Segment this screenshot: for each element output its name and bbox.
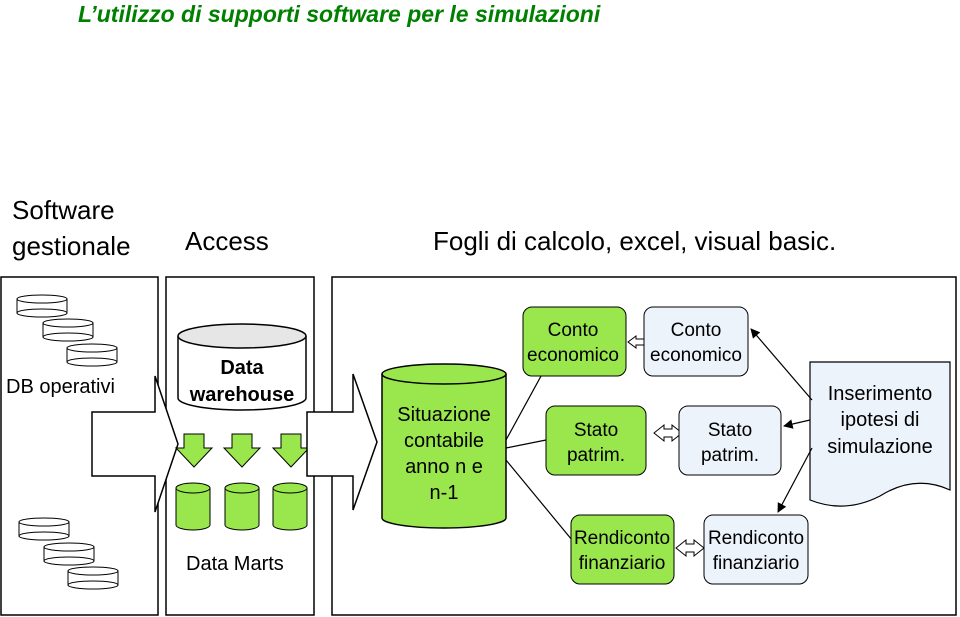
- down-arrow: [222, 433, 262, 468]
- db-icon: [66, 343, 118, 367]
- db-stack-bottom: [18, 517, 119, 590]
- flow-arrow-warehouse-to-accounts: [306, 373, 378, 511]
- connector-line: [505, 439, 547, 449]
- blue-balance-sheet-box: Stato patrim.: [678, 405, 782, 476]
- software-gestionale-label-line1: Software: [12, 195, 115, 225]
- input-arrow: [777, 447, 813, 513]
- blue-income-statement-box: Conto economico: [643, 306, 749, 377]
- db-icon: [43, 542, 95, 566]
- simulation-assumptions-document: Inserimento ipotesi di simulazione: [809, 361, 951, 507]
- box-label-line: finanziario: [579, 553, 666, 574]
- down-arrow: [271, 433, 311, 468]
- green-cash-flow-box: Rendiconto finanziario: [570, 514, 675, 585]
- box-label-line: finanziario: [713, 553, 800, 574]
- flow-arrow-db-to-warehouse: [91, 375, 179, 513]
- connector-line: [505, 459, 573, 541]
- box-label-line: Conto: [548, 320, 599, 341]
- green-balance-sheet-box: Stato patrim.: [545, 405, 647, 476]
- db-icon: [67, 566, 119, 590]
- assumptions-label-line: simulazione: [827, 436, 933, 458]
- db-icon: [42, 318, 94, 342]
- box-label-line: Stato: [574, 420, 618, 441]
- green-income-statement-box: Conto economico: [522, 306, 627, 377]
- box-label-line: economico: [650, 345, 742, 366]
- data-warehouse-cylinder: Data warehouse: [177, 323, 307, 411]
- box-label-line: Conto: [671, 320, 722, 341]
- accounting-situation-line: contabile: [404, 430, 484, 452]
- page-title: L’utilizzo di supporti software per le s…: [78, 1, 601, 27]
- spreadsheets-label: Fogli di calcolo, excel, visual basic.: [433, 226, 836, 256]
- accounting-situation-cylinder: Situazione contabile anno n e n-1: [381, 363, 507, 529]
- accounting-situation-line: anno n e: [405, 456, 483, 478]
- data-mart-cylinder: [272, 482, 308, 531]
- box-label-line: patrim.: [701, 445, 759, 466]
- data-marts-label: Data Marts: [186, 553, 284, 575]
- box-label-line: Rendiconto: [708, 528, 804, 549]
- db-operativi-label: DB operativi: [6, 376, 115, 398]
- db-stack-top: [16, 294, 118, 367]
- input-arrow: [783, 419, 811, 429]
- blue-cash-flow-box: Rendiconto finanziario: [703, 514, 809, 585]
- access-label: Access: [185, 226, 269, 256]
- db-icon: [18, 517, 70, 541]
- data-warehouse-label-line1: Data: [220, 357, 264, 379]
- box-label-line: patrim.: [567, 445, 625, 466]
- box-label-line: Rendiconto: [574, 528, 670, 549]
- accounting-situation-line: n-1: [430, 482, 459, 504]
- software-gestionale-label-line2: gestionale: [12, 231, 131, 261]
- box-label-line: Stato: [708, 420, 752, 441]
- data-mart-cylinder: [175, 482, 211, 531]
- box-label-line: economico: [527, 345, 619, 366]
- data-warehouse-label-line2: warehouse: [189, 384, 294, 406]
- input-arrow: [750, 328, 813, 401]
- data-mart-cylinder: [224, 482, 260, 531]
- down-arrow: [174, 433, 214, 468]
- db-icon: [16, 294, 68, 318]
- assumptions-label-line: ipotesi di: [841, 409, 920, 431]
- assumptions-label-line: Inserimento: [828, 383, 933, 405]
- accounting-situation-line: Situazione: [397, 404, 490, 426]
